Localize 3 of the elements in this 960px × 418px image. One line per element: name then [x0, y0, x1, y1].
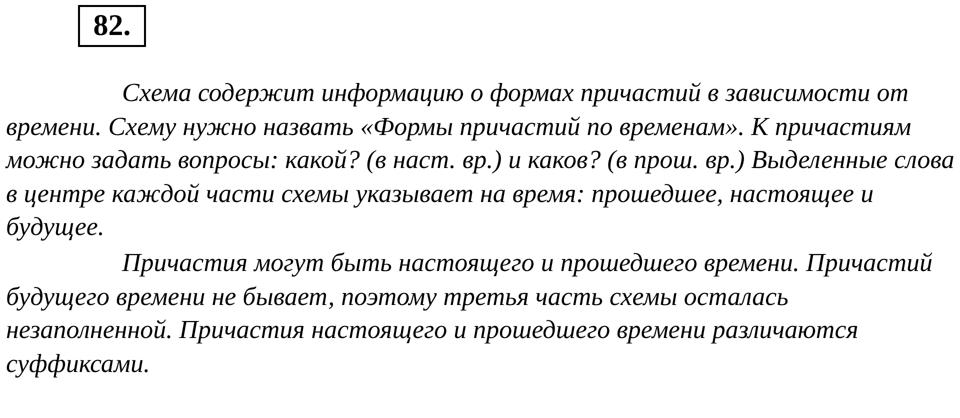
exercise-number: 82.	[78, 5, 146, 47]
paragraph: Причастия могут быть настоящего и прошедшего времени. Причастий будущего времени не бывает, поэтому третья часть схемы осталась незаполненной. Причастия настоящего и прошедшего времени различаются суффиксами.	[6, 247, 934, 380]
paragraph: Схема содержит информацию о формах причастий в зависимости от времени. Схему нужно назвать «Формы причастий по временам». К причастиям можно задать вопросы: какой? (в наст. вр.) и каков? (в прош. вр.) Выделенные слова в центре каждой части схемы указывает на время: прошедшее, настоящее и будущее.	[6, 77, 956, 243]
